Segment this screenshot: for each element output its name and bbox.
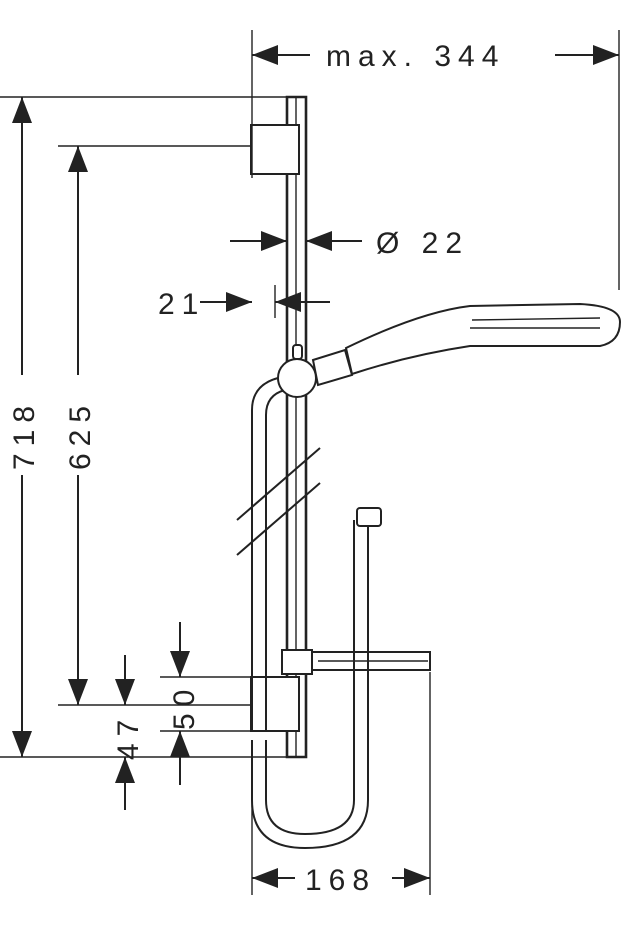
dim-bottom-offset-label: 47: [112, 713, 145, 760]
dim-wall-offset: 21: [158, 288, 330, 321]
dim-lower-bracket-height-label: 50: [168, 683, 201, 730]
break-marks: [236, 447, 321, 556]
dim-wall-offset-label: 21: [158, 288, 205, 321]
dim-bracket-spacing-label: 625: [64, 399, 97, 470]
dim-max-width-label: max. 344: [326, 40, 505, 73]
dim-bar-diameter: Ø 22: [230, 227, 469, 260]
dim-bar-diameter-label: Ø 22: [376, 227, 469, 260]
bottom-wall-bracket: [250, 676, 300, 732]
dim-max-width: max. 344: [252, 40, 619, 73]
dim-total-height: 718: [8, 97, 41, 757]
hand-shower: [277, 302, 621, 398]
dim-lower-bracket-height: 50: [168, 622, 201, 785]
dim-bottom-offset: 47: [112, 655, 145, 810]
slide-rail: [285, 95, 308, 759]
shower-hose: [251, 377, 369, 850]
dim-hose-holder-width-label: 168: [305, 864, 376, 897]
dim-total-height-label: 718: [8, 399, 41, 470]
hose-holder-arm: [281, 649, 431, 675]
hose-connector: [356, 507, 382, 527]
dim-bracket-spacing: 625: [64, 146, 97, 705]
dim-hose-holder-width: 168: [252, 864, 430, 897]
top-wall-bracket: [250, 124, 300, 175]
